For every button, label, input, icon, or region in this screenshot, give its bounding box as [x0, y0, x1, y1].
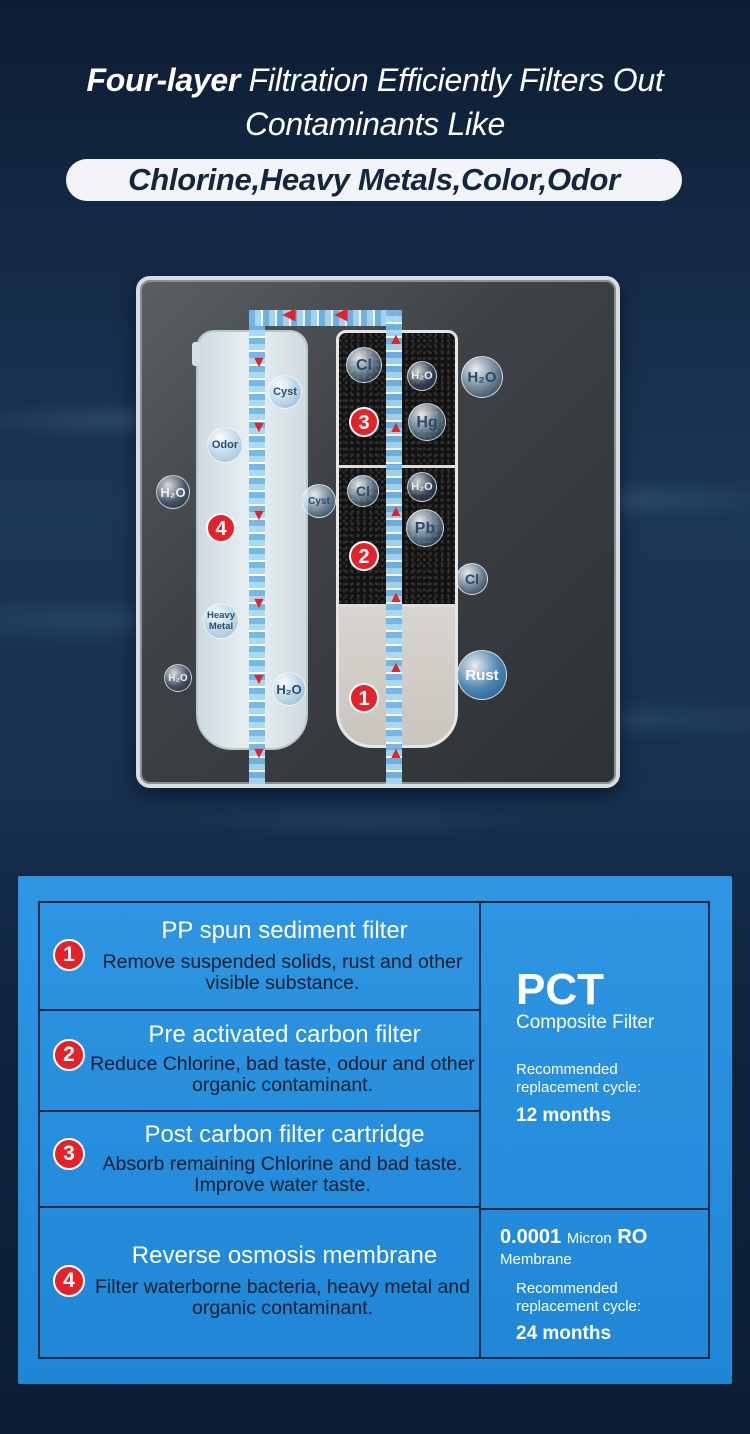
lead-bubble: Pb [406, 509, 444, 547]
table-row: 3 Post carbon filter cartridge Absorb re… [40, 1112, 479, 1208]
pct-name: PCT [516, 965, 604, 1014]
flow-pipe-top [249, 310, 399, 326]
flow-pipe-left [249, 310, 265, 784]
h2o-bubble: H₂O [461, 356, 503, 398]
h2o-bubble: H₂O [272, 672, 306, 706]
filter-description: Remove suspended solids, rust and other … [102, 951, 463, 994]
pct-cycle-value: 12 months [516, 1105, 612, 1126]
chlorine-bubble: Cl [456, 563, 488, 595]
chlorine-bubble: Cl [346, 347, 382, 383]
cyst-bubble: Cyst [268, 375, 302, 409]
odor-bubble: Odor [207, 427, 243, 463]
arrow-up-icon: ▲ [388, 659, 404, 676]
filter-title: Pre activated carbon filter [148, 1021, 421, 1048]
headline-bold: Four-layer [86, 62, 241, 98]
pct-subtitle: Composite Filter [516, 1012, 655, 1033]
arrow-up-icon: ▲ [388, 745, 404, 762]
table-divider [479, 903, 481, 1357]
rust-bubble: Rust [457, 650, 507, 700]
h2o-bubble: H₂O [164, 664, 192, 692]
row-number: 2 [53, 1039, 85, 1071]
headline-line1: Filtration Efficiently Filters Out [240, 62, 664, 98]
arrow-down-icon: ▼ [251, 354, 267, 371]
arrow-down-icon: ▼ [251, 507, 267, 524]
arrow-left-icon: ◀ [335, 306, 348, 323]
stage-number-1: 1 [349, 683, 379, 713]
arrow-down-icon: ▼ [251, 595, 267, 612]
arrow-up-icon: ▲ [388, 331, 404, 348]
filter-title: Post carbon filter cartridge [144, 1121, 425, 1148]
filter-title: Reverse osmosis membrane [131, 1242, 438, 1269]
ro-size: 0.0001 [500, 1226, 562, 1248]
filter-description: Absorb remaining Chlorine and bad taste.… [102, 1153, 463, 1196]
table-row: 2 Pre activated carbon filter Reduce Chl… [40, 1011, 479, 1112]
ro-cycle-label: Recommended replacement cycle: [516, 1280, 642, 1315]
table-divider [481, 1208, 708, 1210]
ro-unit: Micron [566, 1230, 612, 1247]
arrow-up-icon: ▲ [388, 503, 404, 520]
h2o-bubble: H₂O [407, 472, 437, 502]
filter-title: PP spun sediment filter [161, 917, 408, 944]
arrow-down-icon: ▼ [251, 671, 267, 688]
filter-description: Filter waterborne bacteria, heavy metal … [94, 1276, 471, 1319]
arrow-down-icon: ▼ [251, 419, 267, 436]
cyst-bubble: Cyst [302, 484, 336, 518]
arrow-down-icon: ▼ [251, 745, 267, 762]
contaminants-pill: Chlorine,Heavy Metals,Color,Odor [66, 159, 682, 201]
table-row: 1 PP spun sediment filter Remove suspend… [40, 903, 479, 1011]
info-panel [18, 876, 732, 1384]
stage-number-3: 3 [349, 407, 379, 437]
stage-number-2: 2 [349, 541, 379, 571]
arrow-up-icon: ▲ [388, 419, 404, 436]
filter-table: 1 PP spun sediment filter Remove suspend… [38, 901, 710, 1359]
ro-subtitle: Membrane [500, 1251, 572, 1268]
headline: Four-layer Filtration Efficiently Filter… [0, 58, 750, 146]
mercury-bubble: Hg [408, 403, 446, 441]
h2o-bubble: H₂O [156, 475, 190, 509]
pct-cycle-label: Recommended replacement cycle: [516, 1061, 642, 1096]
flow-pipe-right [386, 310, 402, 784]
ro-cycle-value: 24 months [516, 1323, 612, 1344]
filter-description: Reduce Chlorine, bad taste, odour and ot… [90, 1053, 475, 1096]
arrow-left-icon: ◀ [283, 306, 296, 323]
chlorine-bubble: Cl [347, 475, 379, 507]
row-number: 1 [53, 939, 85, 971]
ro-spec: 0.0001 Micron RO [500, 1225, 647, 1251]
arrow-up-icon: ▲ [388, 589, 404, 606]
h2o-bubble: H₂O [407, 361, 437, 391]
row-number: 4 [53, 1265, 85, 1297]
row-number: 3 [53, 1138, 85, 1170]
ro-type: RO [617, 1226, 648, 1248]
headline-line2: Contaminants Like [245, 106, 505, 142]
stage-number-4: 4 [206, 513, 236, 543]
table-row: 4 Reverse osmosis membrane Filter waterb… [40, 1208, 479, 1357]
